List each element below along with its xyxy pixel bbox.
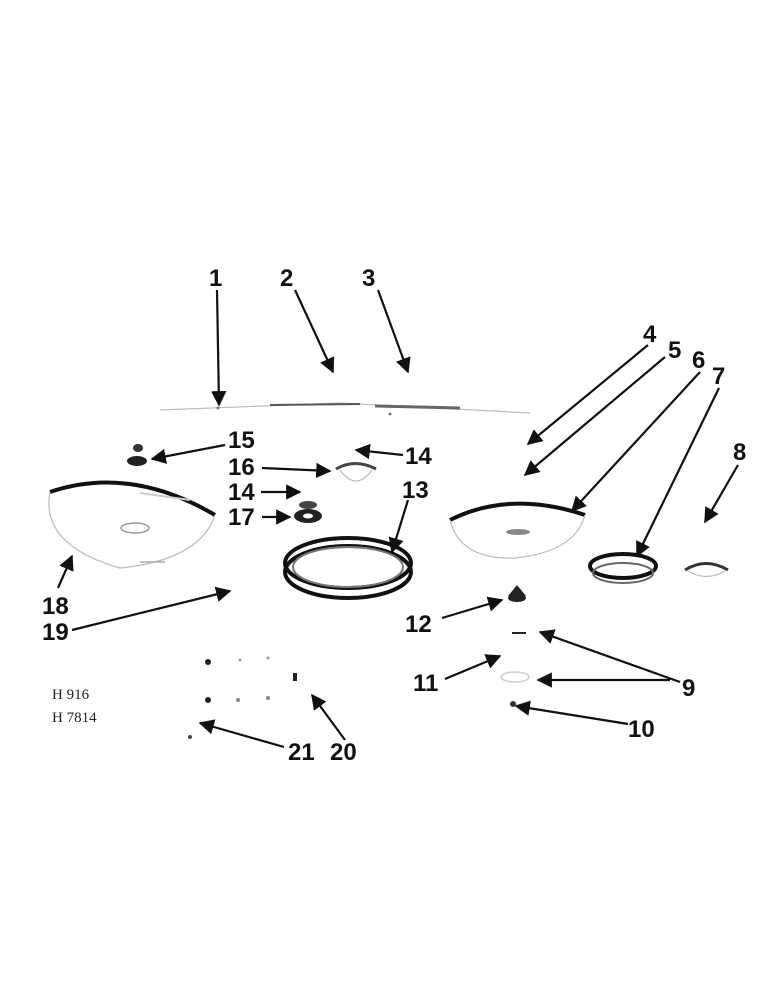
callout-2: 2 — [280, 265, 293, 292]
frame-bar — [159, 402, 531, 416]
reference-line-1: H 916 — [52, 687, 90, 703]
callout-labels: 1 2 3 4 5 6 7 8 13 14 15 16 14 17 18 19 … — [42, 265, 746, 766]
callout-14-upper: 14 — [405, 443, 432, 470]
hardware-20-21 — [188, 656, 297, 739]
ring-13 — [283, 536, 413, 600]
callout-5: 5 — [668, 337, 681, 364]
callout-19: 19 — [42, 619, 69, 646]
callout-10: 10 — [628, 716, 655, 743]
fitting-12 — [508, 585, 526, 602]
callout-6: 6 — [692, 347, 705, 374]
knob-15 — [127, 444, 147, 466]
large-disc-left — [48, 480, 217, 569]
callout-18: 18 — [42, 593, 69, 620]
reference-line-2: H 7814 — [52, 710, 97, 726]
callout-16: 16 — [228, 454, 255, 481]
leader-lines — [56, 289, 739, 749]
callout-20: 20 — [330, 739, 357, 766]
cap-8 — [684, 562, 729, 578]
callout-14-lower: 14 — [228, 479, 255, 506]
cup-16 — [335, 462, 377, 482]
callout-21: 21 — [288, 739, 315, 766]
callout-7: 7 — [712, 363, 725, 390]
callout-4: 4 — [643, 321, 657, 348]
washer-17 — [294, 501, 322, 523]
disc-6 — [449, 501, 586, 559]
ring-7 — [588, 552, 658, 584]
callout-3: 3 — [362, 265, 375, 292]
callout-12: 12 — [405, 611, 432, 638]
callout-13: 13 — [402, 477, 429, 504]
callout-15: 15 — [228, 427, 255, 454]
callout-11: 11 — [413, 670, 438, 697]
reference-codes: H 916 H 7814 — [52, 687, 97, 726]
callout-9: 9 — [682, 675, 695, 702]
callout-17: 17 — [228, 504, 255, 531]
small-parts-9-10-11 — [500, 632, 530, 707]
callout-1: 1 — [209, 265, 222, 292]
callout-8: 8 — [733, 439, 746, 466]
